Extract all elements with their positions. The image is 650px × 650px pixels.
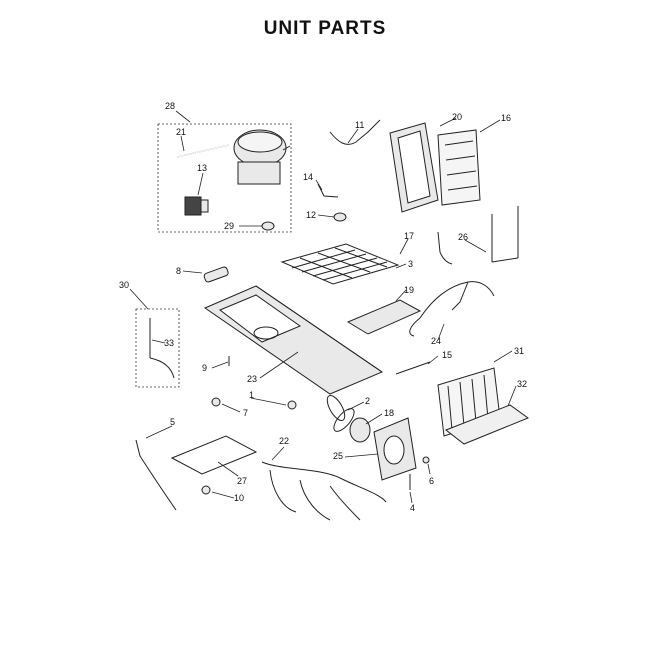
- callout-7: 7: [243, 408, 248, 418]
- callout-24: 24: [431, 336, 441, 346]
- callout-labels: 28 21 13 29 11 14 12 20 16 17 3 19 26 8 …: [119, 101, 527, 513]
- part-29-grommet: [261, 221, 275, 231]
- part-13-relay: [184, 196, 209, 216]
- part-14-bracket: [317, 183, 339, 198]
- part-25-shroud: [373, 417, 417, 481]
- callout-2: 2: [365, 396, 370, 406]
- callout-16: 16: [501, 113, 511, 123]
- callout-12: 12: [306, 210, 316, 220]
- callout-14: 14: [303, 172, 313, 182]
- part-27-mat: [170, 435, 258, 475]
- callout-20: 20: [452, 112, 462, 122]
- part-26-heater: [491, 206, 519, 263]
- callout-18: 18: [384, 408, 394, 418]
- assembly-30-box: [135, 308, 180, 388]
- part-24-harness: [409, 281, 495, 337]
- compressor-assembly-box: [157, 123, 292, 233]
- callout-31: 31: [514, 346, 524, 356]
- part-18-motor: [349, 417, 371, 443]
- callout-33: 33: [164, 338, 174, 348]
- part-8-sleeve: [203, 266, 229, 283]
- part-2-fan-blade: [326, 395, 355, 432]
- callout-6: 6: [429, 476, 434, 486]
- callout-11: 11: [355, 120, 364, 130]
- part-30-tube: [149, 357, 175, 379]
- callout-1: 1: [249, 390, 254, 400]
- compressor: [233, 129, 291, 185]
- callout-25: 25: [333, 451, 343, 461]
- part-17-tube: [437, 231, 453, 265]
- leader-lines: [129, 110, 517, 504]
- part-3-rack: [280, 243, 400, 285]
- part-16-evaporator: [437, 129, 481, 206]
- callout-26: 26: [458, 232, 468, 242]
- callout-10: 10: [234, 493, 244, 503]
- part-1-screw: [287, 400, 297, 410]
- part-22-harness: [261, 461, 387, 521]
- callout-15: 15: [442, 350, 452, 360]
- callout-23: 23: [247, 374, 257, 384]
- callout-9: 9: [202, 363, 207, 373]
- part-6-screw: [422, 456, 430, 464]
- part-32-pad: [444, 404, 530, 445]
- callout-30: 30: [119, 280, 129, 290]
- part-21-drier: [176, 144, 230, 158]
- callout-21: 21: [176, 127, 186, 137]
- callout-3: 3: [408, 259, 413, 269]
- callout-28: 28: [165, 101, 175, 111]
- callout-32: 32: [517, 379, 527, 389]
- part-11-tube: [329, 119, 381, 145]
- callout-17: 17: [404, 231, 414, 241]
- part-10-screw: [201, 485, 211, 495]
- part-23-base: [203, 285, 384, 395]
- callout-27: 27: [237, 476, 247, 486]
- callout-29: 29: [224, 221, 234, 231]
- part-19-drain-pan: [346, 299, 422, 335]
- page-title: UNIT PARTS: [263, 18, 387, 39]
- part-5-tube: [135, 439, 177, 511]
- callout-8: 8: [176, 266, 181, 276]
- callout-22: 22: [279, 436, 289, 446]
- callout-19: 19: [404, 285, 414, 295]
- part-7-screw: [211, 397, 221, 407]
- callout-4: 4: [410, 503, 415, 513]
- callout-5: 5: [170, 417, 175, 427]
- part-15-bolt: [395, 361, 431, 375]
- part-12-clip: [333, 212, 347, 222]
- part-20-cover: [389, 122, 439, 213]
- callout-13: 13: [197, 163, 207, 173]
